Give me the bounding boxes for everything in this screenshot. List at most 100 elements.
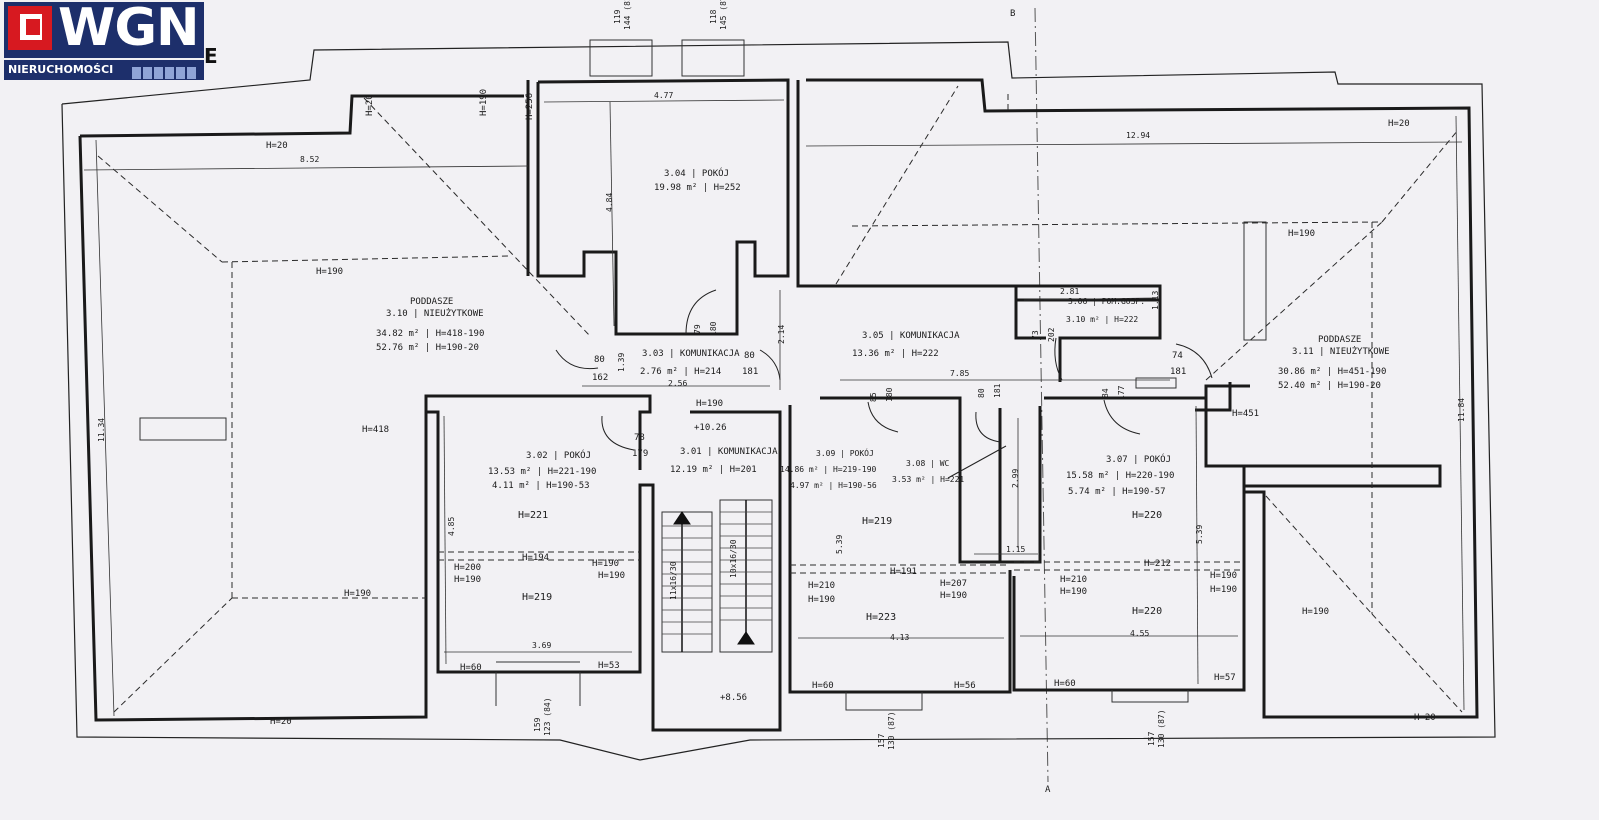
- room-307-label-2: 15.58 m² | H=220-190: [1066, 471, 1174, 481]
- height-label: H=223: [866, 612, 896, 623]
- dimension-label: 85: [869, 392, 878, 402]
- attic-left-outline: [78, 94, 580, 722]
- dimension-label: 1.13: [1151, 291, 1160, 310]
- window-label: 130 (87): [887, 711, 896, 750]
- window-label: 145 (87): [719, 0, 728, 30]
- room-310-label-1: PODDASZE: [410, 297, 453, 307]
- room-304-walls: [526, 78, 1162, 382]
- height-label: H=190: [1210, 571, 1237, 581]
- dimension-label: 4.85: [447, 517, 456, 536]
- height-label: H=60: [1054, 679, 1076, 689]
- height-label: H=190: [316, 267, 343, 277]
- inner-thin-lines: [139, 39, 1267, 711]
- dimension-label: 180: [709, 321, 718, 336]
- dimension-label: 181: [1170, 367, 1186, 377]
- height-label: H=256: [525, 93, 535, 120]
- room-302-label-3: 4.11 m² | H=190-53: [492, 481, 590, 491]
- window-label: 119: [613, 9, 622, 24]
- dimension-label: 5.39: [1195, 525, 1204, 544]
- stair-arrows: [673, 500, 755, 652]
- room-309-label-3: 4.97 m² | H=190-56: [790, 481, 877, 490]
- height-label: H=190: [1060, 587, 1087, 597]
- height-label: H=207: [940, 579, 967, 589]
- logo-bottom-panel: NIERUCHOMOŚCI: [4, 60, 204, 80]
- height-label: H=20: [1388, 119, 1410, 129]
- dimension-label: 2.14: [777, 325, 786, 344]
- window-label: 144 (81): [623, 0, 632, 30]
- dimension-label: 73: [1031, 330, 1040, 340]
- dimension-label: 4.77: [654, 91, 673, 100]
- height-label: H=191: [890, 567, 917, 577]
- room-311-label-3: 30.86 m² | H=451-190: [1278, 367, 1386, 377]
- dimension-label: 4.13: [890, 633, 909, 642]
- window-label: 123 (84): [543, 697, 552, 736]
- dimension-label: 177: [1117, 385, 1126, 400]
- room-305-label-1: 3.05 | KOMUNIKACJA: [862, 331, 960, 341]
- logo-emblem-icon: [8, 6, 52, 50]
- stair-label-right: 10x16/30: [729, 539, 738, 578]
- central-walls: [424, 286, 1442, 732]
- room-307-label-3: 5.74 m² | H=190-57: [1068, 487, 1166, 497]
- height-label: H=210: [1060, 575, 1087, 585]
- dimension-label: 2.56: [668, 379, 687, 388]
- room-311-label-1: PODDASZE: [1318, 335, 1361, 345]
- room-308-label-1: 3.08 | WC: [906, 459, 950, 468]
- level-mark-top: +10.26: [694, 423, 727, 433]
- room-301-label-2: 12.19 m² | H=201: [670, 465, 757, 475]
- height-label: H=219: [862, 516, 892, 527]
- window-label: 157: [877, 733, 886, 748]
- room-302-label-1: 3.02 | POKÓJ: [526, 449, 591, 461]
- window-label: 118: [709, 9, 718, 24]
- door-arcs: [555, 289, 1213, 479]
- dimension-label: 4.55: [1130, 629, 1149, 638]
- dimension-label: 181: [742, 367, 758, 377]
- dimension-label: 80: [977, 388, 986, 398]
- axis-b-label: B: [1010, 9, 1015, 19]
- height-label: H=190: [1210, 585, 1237, 595]
- room-310-label-2: 3.10 | NIEUŻYTKOWE: [386, 308, 484, 319]
- dimension-label: 74: [1172, 351, 1183, 361]
- height-label: H=190: [940, 591, 967, 601]
- dimension-label: 12.94: [1126, 131, 1150, 140]
- height-labels: H=20 H=20 H=20 H=20 H=20 H=190 H=256 H=1…: [266, 89, 1436, 727]
- dimension-label: 4.84: [605, 193, 614, 212]
- dimension-label: 3.69: [532, 641, 551, 650]
- dimension-label: 8.52: [300, 155, 319, 164]
- height-label: H=190: [454, 575, 481, 585]
- height-label: H=219: [522, 592, 552, 603]
- dimension-labels: 8.52 4.77 4.84 12.94 11.34 11.84 2.81 1.…: [97, 0, 1466, 750]
- dimension-label: 2.99: [1011, 469, 1020, 488]
- room-306-label-2: 3.10 m² | H=222: [1066, 315, 1138, 324]
- height-label: H=190: [344, 589, 371, 599]
- height-label: H=190: [598, 571, 625, 581]
- room-310-label-3: 34.82 m² | H=418-190: [376, 329, 484, 339]
- room-303-label-2: 2.76 m² | H=214: [640, 367, 721, 377]
- room-308-label-2: 3.53 m² | H=221: [892, 475, 964, 484]
- dimension-label: 78: [634, 433, 645, 443]
- company-logo: WGN NIERUCHOMOŚCI E: [4, 0, 218, 82]
- room-311-label-4: 52.40 m² | H=190-20: [1278, 381, 1381, 391]
- axis-a-label: A: [1045, 785, 1051, 795]
- height-label: H=60: [460, 663, 482, 673]
- dimension-label: 80: [594, 355, 605, 365]
- stair-treads: [662, 511, 772, 635]
- height-label: H=20: [1414, 713, 1436, 723]
- dimension-label: 180: [885, 387, 894, 402]
- dimension-label: 80: [744, 351, 755, 361]
- room-305-label-2: 13.36 m² | H=222: [852, 349, 939, 359]
- dimension-label: 11.84: [1457, 398, 1466, 422]
- logo-suffix: E: [204, 44, 218, 68]
- height-label: H=190: [479, 89, 489, 116]
- dimension-label: 2.81: [1060, 287, 1079, 296]
- height-label: H=20: [365, 94, 375, 116]
- height-label: H=190: [696, 399, 723, 409]
- dimension-label: 181: [993, 383, 1002, 398]
- height-label: H=220: [1132, 510, 1162, 521]
- height-label: H=20: [270, 717, 292, 727]
- window-label: 157: [1147, 731, 1156, 746]
- height-label: H=56: [954, 681, 976, 691]
- room-311-label-2: 3.11 | NIEUŻYTKOWE: [1292, 346, 1390, 357]
- logo-top-panel: WGN: [4, 0, 204, 58]
- logo-subtitle: NIERUCHOMOŚCI: [8, 63, 114, 76]
